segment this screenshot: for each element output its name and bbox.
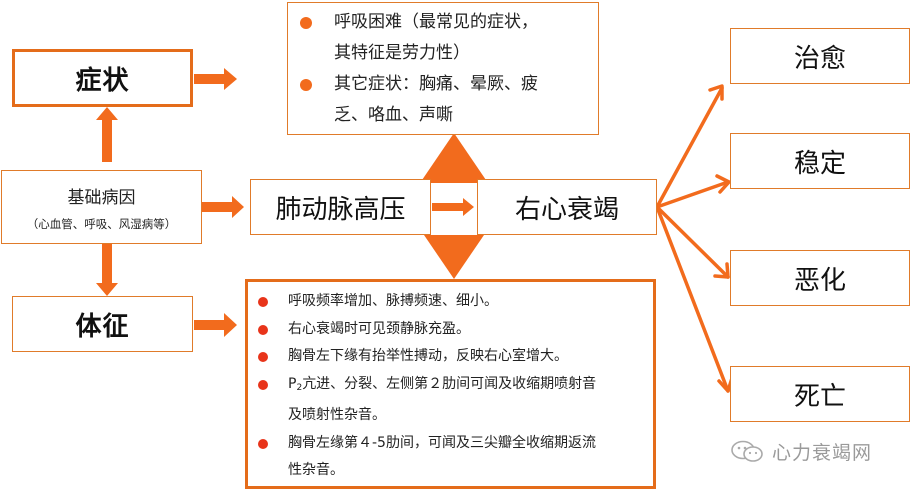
pah-box: 肺动脉高压 — [250, 179, 431, 235]
rhf-label: 右心衰竭 — [514, 194, 619, 225]
wechat-icon — [731, 440, 763, 462]
arrow-symptoms-right — [194, 68, 237, 90]
outcome-cure-box: 治愈 — [730, 28, 910, 84]
outcome-stable-box: 稳定 — [730, 133, 910, 189]
bullet-icon — [258, 438, 268, 449]
symptoms-box: 症状 — [12, 49, 193, 107]
symptoms-label: 症状 — [75, 65, 130, 96]
triangle-up — [420, 133, 488, 183]
arrow-cause-down — [96, 244, 118, 296]
rhf-box: 右心衰竭 — [477, 179, 657, 235]
watermark-text: 心力衰竭网 — [772, 442, 873, 464]
arrow-cause-right — [202, 196, 244, 218]
bullet-icon — [300, 79, 312, 91]
outcome-worsen-box: 恶化 — [730, 250, 910, 306]
bullet-icon — [258, 324, 268, 335]
outcome-label: 死亡 — [793, 381, 846, 412]
bullet-icon — [300, 17, 312, 29]
sign-item: 呼吸频率增加、脉搏频速、细小。 — [258, 288, 645, 316]
arrow-pah-rhf — [432, 198, 474, 216]
sign-list-box: 呼吸频率增加、脉搏频速、细小。 右心衰竭时可见颈静脉充盈。 胸骨左下缘有抬举性搏… — [245, 279, 656, 489]
symptom-item: 呼吸困难（最常见的症状， 其特征是劳力性） — [300, 7, 590, 69]
sign-item: 胸骨左缘第４-5肋间，可闻及三尖瓣全收缩期返流 性杂音。 — [258, 430, 645, 485]
sign-item: P2亢进、分裂、左侧第２肋间可闻及收缩期喷射音 及喷射性杂音。 — [258, 371, 645, 430]
arrow-cause-up — [96, 107, 118, 162]
cause-title: 基础病因 — [67, 187, 136, 208]
sign-item: 右心衰竭时可见颈静脉充盈。 — [258, 316, 645, 344]
cause-box: 基础病因 （心血管、呼吸、风湿病等） — [1, 170, 202, 244]
triangle-down — [424, 235, 484, 279]
signs-box: 体征 — [12, 296, 193, 352]
outcome-label: 稳定 — [793, 148, 846, 179]
outcome-death-box: 死亡 — [730, 366, 910, 422]
cause-subtitle: （心血管、呼吸、风湿病等） — [26, 216, 177, 231]
watermark: 心力衰竭网 — [730, 438, 872, 465]
pah-label: 肺动脉高压 — [275, 194, 406, 225]
bullet-icon — [258, 297, 268, 307]
outcome-label: 恶化 — [793, 265, 846, 296]
signs-label: 体征 — [75, 311, 130, 342]
symptom-list-box: 呼吸困难（最常见的症状， 其特征是劳力性） 其它症状：胸痛、晕厥、疲 乏、咯血、… — [287, 2, 599, 135]
arrow-signs-right — [194, 313, 237, 337]
bullet-icon — [258, 379, 268, 390]
bullet-icon — [258, 352, 268, 362]
outcome-label: 治愈 — [793, 43, 846, 74]
sign-item: 胸骨左下缘有抬举性搏动，反映右心室增大。 — [258, 343, 645, 371]
symptom-item: 其它症状：胸痛、晕厥、疲 乏、咯血、声嘶 — [300, 69, 590, 131]
